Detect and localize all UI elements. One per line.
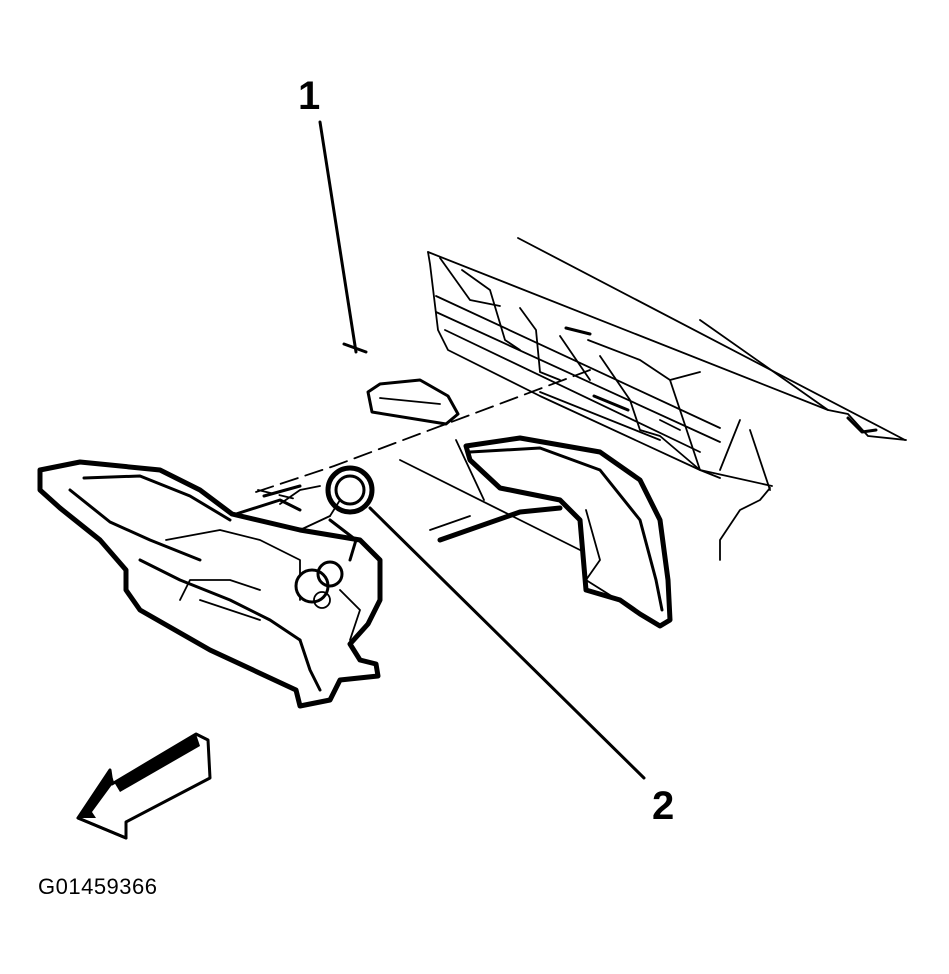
trim-panel	[429, 435, 673, 629]
figure-id: G01459366	[38, 874, 158, 899]
pedal-assembly	[37, 459, 383, 709]
callout-label-2: 2	[652, 784, 675, 828]
callout-label-1: 1	[298, 74, 321, 118]
mount-bracket	[366, 378, 460, 426]
front-direction-arrow-icon	[76, 732, 212, 840]
ring-fastener	[325, 465, 375, 517]
floor-panel	[399, 237, 907, 561]
leader-line-1	[318, 120, 358, 354]
alignment-line-upper	[255, 369, 591, 493]
leader-line-2	[368, 506, 646, 780]
